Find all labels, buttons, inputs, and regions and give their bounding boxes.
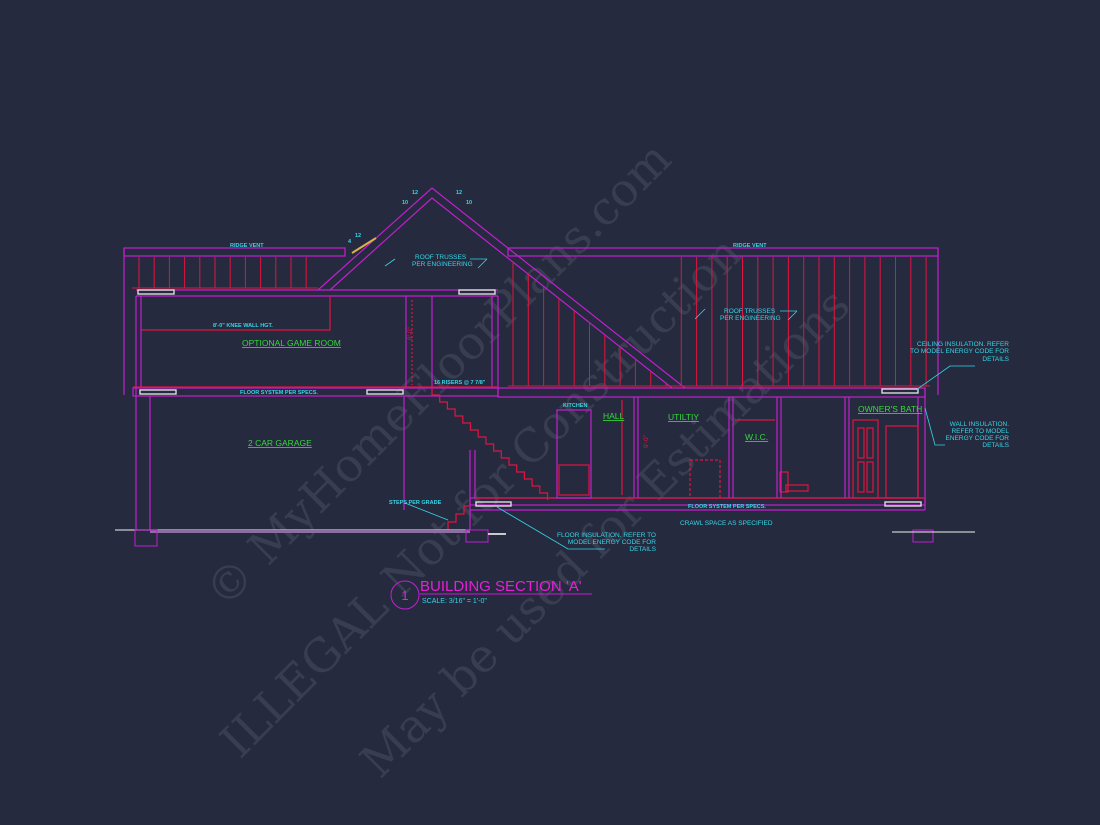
note-line: DETAILS xyxy=(629,546,656,553)
roof-rafters xyxy=(138,257,927,386)
ridge-vent-label: RIDGE VENT xyxy=(230,243,264,249)
roof-trusses-note: ROOF TRUSSES xyxy=(415,254,467,261)
room-label-owners-bath: OWNER'S BATH xyxy=(858,404,922,414)
pitch-left-run: 12 xyxy=(412,190,418,196)
ceiling-insulation-note: CEILING INSULATION. REFER TO MODEL ENERG… xyxy=(910,341,1010,363)
crawl-space-note: CRAWL SPACE AS SPECIFIED xyxy=(680,520,773,527)
room-label-utility: UTILTIY xyxy=(668,412,699,422)
insulation xyxy=(137,289,922,507)
ridge-vent-label-right: RIDGE VENT xyxy=(733,243,767,249)
steps-note: STEPS PER GRADE xyxy=(389,500,442,506)
dimension-lower: 9'-0" xyxy=(643,434,650,448)
pitch-right-run: 12 xyxy=(456,190,462,196)
ground xyxy=(115,529,975,547)
porch-roof xyxy=(351,237,377,254)
roof-trusses-note-2: PER ENGINEERING xyxy=(412,261,473,268)
room-label-garage: 2 CAR GARAGE xyxy=(248,438,312,448)
wall-insulation-note: WALL INSULATION. REFER TO MODEL ENERGY C… xyxy=(946,421,1010,449)
note-line: ENERGY CODE FOR xyxy=(946,435,1010,442)
watermark: © MyHomeFloorPlans.com ILLEGAL Not for C… xyxy=(195,131,860,788)
room-label-hall: HALL xyxy=(603,411,625,421)
pitch-right-rise: 10 xyxy=(466,200,472,206)
roof xyxy=(123,187,939,395)
note-line: MODEL ENERGY CODE FOR xyxy=(568,539,656,546)
floor-system-note: FLOOR SYSTEM PER SPECS. xyxy=(240,390,318,396)
pitch-porch-rise: 4 xyxy=(348,239,352,245)
drawing-title: 1 BUILDING SECTION 'A' SCALE: 3/16" = 1'… xyxy=(390,578,592,610)
interior-posts xyxy=(633,397,850,498)
note-line: WALL INSULATION. xyxy=(950,421,1010,428)
section-title: BUILDING SECTION 'A' xyxy=(420,578,582,595)
note-line: TO MODEL ENERGY CODE FOR xyxy=(910,348,1009,355)
section-number-circle xyxy=(390,580,420,610)
dimension-upper: 8'-0" xyxy=(407,326,414,340)
note-line: DETAILS xyxy=(982,356,1009,363)
note-line: DETAILS xyxy=(982,442,1009,449)
section-number: 1 xyxy=(401,588,408,603)
section-scale: SCALE: 3/16" = 1'-0" xyxy=(422,598,487,605)
room-label-game-room: OPTIONAL GAME ROOM xyxy=(242,338,341,348)
knee-wall-note: 8'-0" KNEE WALL HGT. xyxy=(213,323,273,329)
roof-trusses-note-right: ROOF TRUSSES xyxy=(724,308,776,315)
framing xyxy=(133,296,925,531)
kitchen-label: KITCHEN xyxy=(563,403,587,409)
note-line: CEILING INSULATION. REFER xyxy=(917,341,1009,348)
pitch-left-rise: 10 xyxy=(402,200,408,206)
note-line: FLOOR INSULATION. REFER TO xyxy=(557,532,656,539)
pitch-porch-run: 12 xyxy=(355,233,361,239)
floor-insulation-note: FLOOR INSULATION. REFER TO MODEL ENERGY … xyxy=(557,532,657,553)
floor-system-note-lower: FLOOR SYSTEM PER SPECS. xyxy=(688,504,766,510)
leader-lines xyxy=(384,258,975,550)
risers-note: 16 RISERS @ 7 7/8" xyxy=(434,380,486,386)
note-line: REFER TO MODEL xyxy=(951,428,1009,435)
roof-trusses-note-right-2: PER ENGINEERING xyxy=(720,315,781,322)
room-label-wic: W.I.C. xyxy=(745,432,768,442)
